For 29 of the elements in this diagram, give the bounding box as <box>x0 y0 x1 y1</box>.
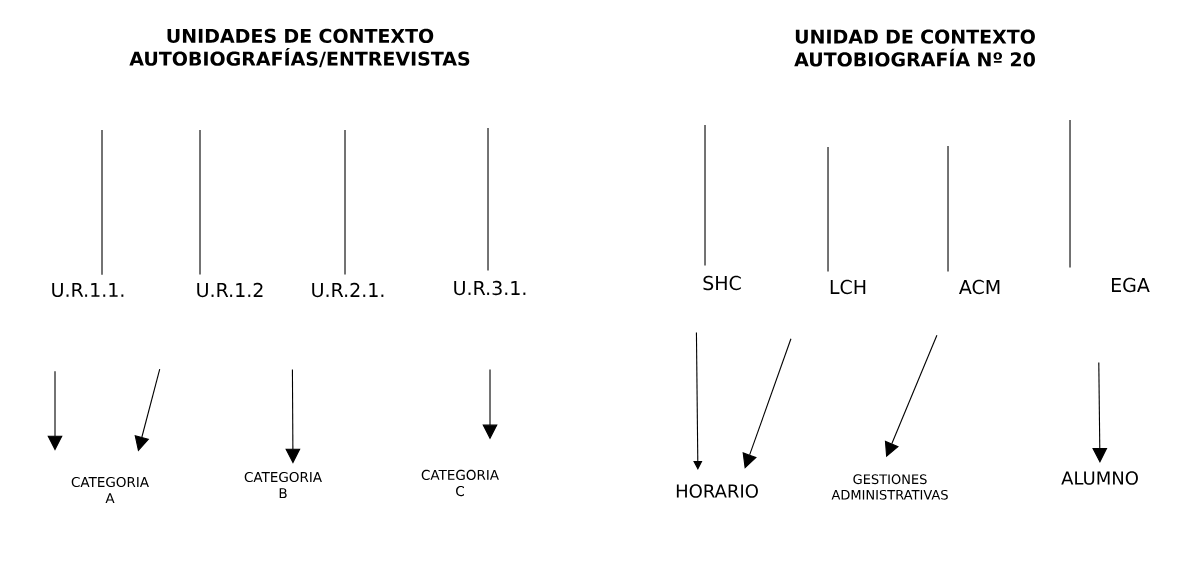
arrow <box>1092 361 1108 463</box>
category-label: CATEGORIA A <box>71 476 149 504</box>
arrow <box>47 370 63 451</box>
code-label: U.R.2.1. <box>312 282 384 298</box>
connector-line <box>344 129 346 276</box>
category-label: GESTIONES ADMINISTRATIVAS <box>831 474 948 500</box>
arrow <box>742 338 792 469</box>
code-label: ACM <box>959 279 1000 295</box>
category-label: HORARIO <box>676 484 758 498</box>
code-label: U.R.3.1. <box>454 280 526 296</box>
category-label: ALUMNO <box>1061 471 1138 485</box>
category-label: CATEGORIA C <box>421 469 499 497</box>
code-label: U.R.1.2 <box>197 282 263 298</box>
connector-line <box>947 145 949 273</box>
connector-line <box>199 129 201 276</box>
code-label: EGA <box>1112 277 1150 293</box>
heading: UNIDADES DE CONTEXTO AUTOBIOGRAFÍAS/ENTREVISTAS <box>129 28 470 68</box>
heading: UNIDAD DE CONTEXTO AUTOBIOGRAFÍA Nº 20 <box>794 29 1035 67</box>
connector-line <box>827 146 829 273</box>
connector-line <box>1069 119 1071 269</box>
code-label: LCH <box>830 279 866 295</box>
code-label: U.R.1.1. <box>52 282 124 298</box>
arrow <box>693 331 703 470</box>
connector-line <box>704 124 706 267</box>
category-label: CATEGORIA B <box>244 471 322 499</box>
connector-line <box>101 129 103 276</box>
arrow <box>285 368 301 464</box>
code-label: SHC <box>703 275 741 291</box>
connector-line <box>487 127 489 272</box>
